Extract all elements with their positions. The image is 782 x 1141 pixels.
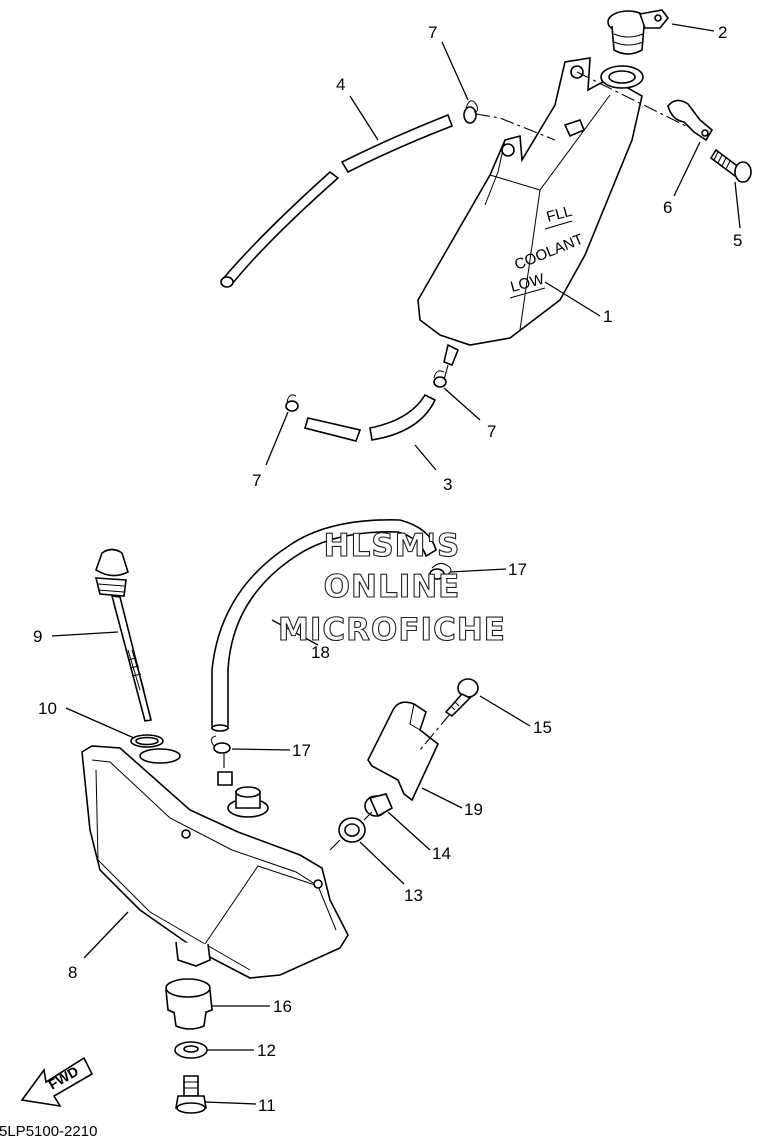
mounting-bolt	[709, 148, 752, 183]
callout-17-upper: 17	[508, 560, 527, 579]
watermark-line-1: HLSM'S	[324, 528, 461, 564]
coolant-reservoir-tank: FLL COOLANT LOW	[417, 57, 644, 367]
o-ring	[130, 734, 164, 748]
callout-11: 11	[258, 1096, 276, 1115]
leader-lines	[51, 23, 741, 1105]
watermark-line-3: MICROFICHE	[278, 612, 506, 648]
callout-10: 10	[38, 699, 57, 718]
bracket-bolt	[444, 678, 479, 718]
callout-2: 2	[718, 23, 727, 42]
breather-hose	[220, 113, 454, 288]
hose-clip	[667, 99, 714, 142]
oil-hose	[211, 519, 437, 732]
diagram-code: 5LP5100-2210	[0, 1123, 97, 1140]
tank-label-full: FLL	[545, 203, 574, 226]
washer	[174, 1041, 208, 1059]
callout-3: 3	[443, 475, 452, 494]
hose-clamp	[463, 100, 479, 124]
drain-grommet	[165, 978, 213, 1030]
callout-7-right: 7	[487, 422, 496, 441]
collar	[364, 793, 394, 818]
bracket	[367, 701, 439, 802]
callout-16: 16	[273, 997, 292, 1016]
watermark-line-2: ONLINE	[324, 569, 461, 605]
drain-bolt	[175, 1075, 207, 1114]
callout-9: 9	[33, 627, 42, 646]
oil-dipstick	[94, 548, 152, 722]
callout-6: 6	[663, 198, 672, 217]
overflow-hose	[303, 393, 437, 442]
callout-15: 15	[533, 718, 552, 737]
callout-14: 14	[432, 844, 451, 863]
reservoir-cap	[607, 9, 670, 55]
callout-1: 1	[603, 307, 612, 326]
callout-12: 12	[257, 1041, 276, 1060]
callout-19: 19	[464, 800, 483, 819]
callout-7-top: 7	[428, 23, 437, 42]
callout-18: 18	[311, 643, 330, 662]
hose-clamp	[433, 370, 447, 388]
callout-17-lower: 17	[292, 741, 311, 760]
callout-13: 13	[404, 886, 423, 905]
forward-arrow-icon: FWD	[20, 1056, 94, 1108]
hose-clamp	[285, 394, 299, 412]
callout-8: 8	[68, 963, 77, 982]
damper	[338, 817, 366, 843]
callout-5: 5	[733, 231, 742, 250]
hose-clamp	[210, 735, 231, 754]
callout-7-left: 7	[252, 471, 261, 490]
callout-numbers: 1 2 3 4 5 6 7 7 7 8 9 10 11 12 13 14 15 …	[33, 23, 742, 1115]
oil-tank	[81, 745, 349, 979]
watermark: HLSM'S ONLINE MICROFICHE	[277, 527, 506, 648]
callout-4: 4	[336, 75, 345, 94]
